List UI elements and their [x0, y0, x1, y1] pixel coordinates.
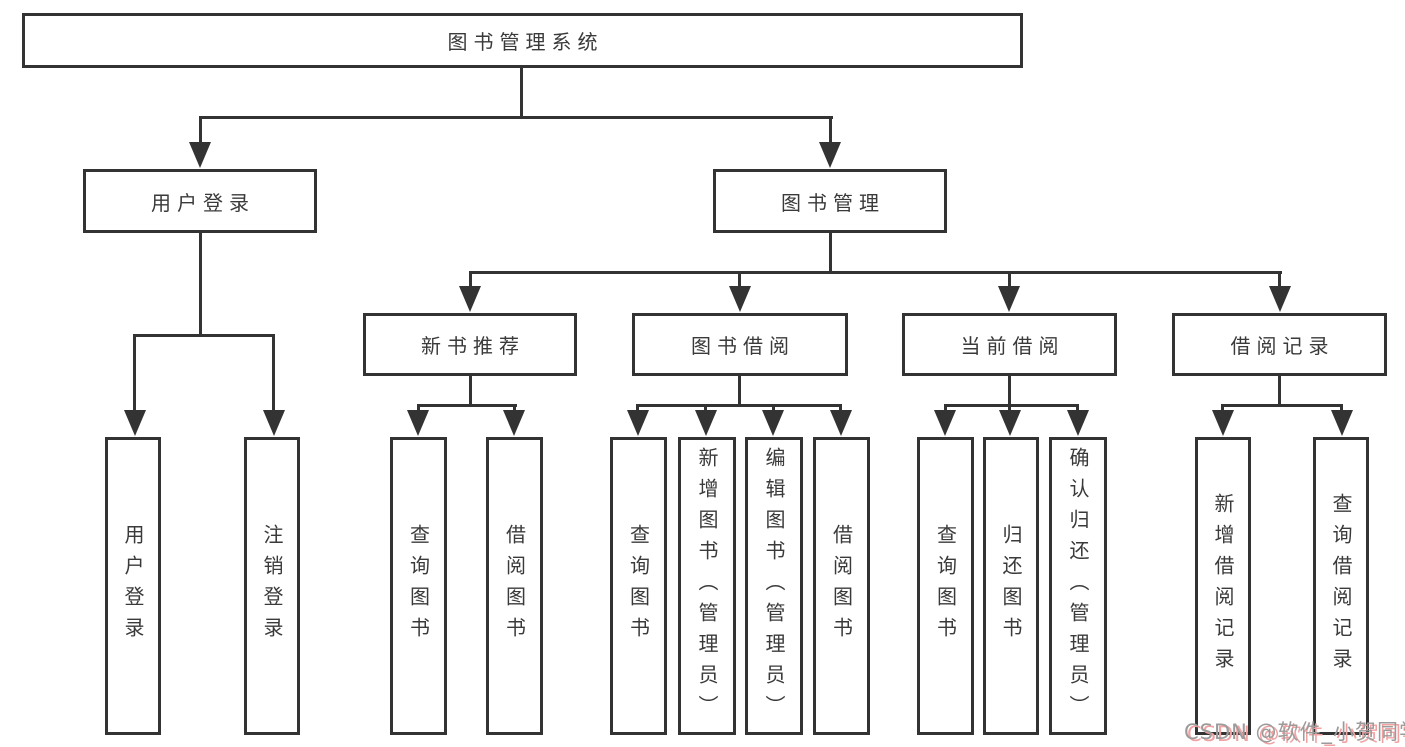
- leaf-borrow-books-recommend: 借阅图书: [486, 437, 543, 735]
- connector-line: [417, 404, 517, 407]
- arrowhead-down-icon: [819, 142, 841, 168]
- node-label: 查询图书: [626, 524, 651, 648]
- node-label: 编辑图书（管理员）: [762, 446, 786, 726]
- node-book-management: 图书管理: [713, 169, 947, 233]
- arrowhead-down-icon: [124, 410, 146, 436]
- leaf-confirm-return-admin: 确认归还（管理员）: [1049, 437, 1107, 735]
- connector-line: [199, 233, 202, 336]
- node-label: 查询借阅记录: [1329, 493, 1353, 679]
- arrowhead-down-icon: [263, 410, 285, 436]
- connector-line: [1221, 404, 1343, 407]
- connector-line: [469, 376, 472, 407]
- leaf-query-books-borrowing: 查询图书: [610, 437, 667, 735]
- arrowhead-down-icon: [189, 142, 211, 168]
- connector-line: [1278, 376, 1281, 407]
- node-label: 用户登录: [121, 524, 145, 648]
- leaf-query-books-current: 查询图书: [917, 437, 974, 735]
- leaf-return-books: 归还图书: [983, 437, 1039, 735]
- connector-line: [272, 334, 275, 410]
- node-label: 查询图书: [406, 524, 431, 648]
- leaf-borrow-books-borrowing: 借阅图书: [813, 437, 870, 735]
- arrowhead-down-icon: [934, 410, 956, 436]
- node-user-login: 用户登录: [83, 169, 317, 233]
- node-label: 注销登录: [260, 524, 284, 648]
- node-label: 查询图书: [933, 524, 958, 648]
- arrowhead-down-icon: [503, 410, 525, 436]
- connector-line: [469, 271, 472, 289]
- arrowhead-down-icon: [695, 410, 717, 436]
- node-label: 图书管理系统: [447, 30, 604, 54]
- node-label: 图书借阅: [691, 334, 795, 358]
- node-label: 新书推荐: [421, 334, 525, 358]
- connector-line: [133, 334, 136, 410]
- arrowhead-down-icon: [830, 410, 852, 436]
- node-label: 借阅图书: [829, 524, 854, 648]
- arrowhead-down-icon: [459, 286, 481, 312]
- arrowhead-down-icon: [1067, 410, 1089, 436]
- csdn-watermark: CSDN @软件_小贺同学: [1184, 720, 1405, 744]
- connector-line: [520, 68, 523, 118]
- leaf-edit-books-admin: 编辑图书（管理员）: [745, 437, 803, 735]
- arrowhead-down-icon: [729, 286, 751, 312]
- connector-line: [636, 404, 842, 407]
- node-label: 新增借阅记录: [1211, 493, 1235, 679]
- leaf-user-login: 用户登录: [105, 437, 161, 735]
- leaf-query-borrowing-record: 查询借阅记录: [1313, 437, 1369, 735]
- connector-line: [738, 376, 741, 407]
- arrowhead-down-icon: [1212, 410, 1234, 436]
- connector-line: [738, 271, 741, 289]
- node-label: 确认归还（管理员）: [1066, 446, 1090, 726]
- node-label: 新增图书（管理员）: [695, 446, 719, 726]
- leaf-add-books-admin: 新增图书（管理员）: [678, 437, 736, 735]
- connector-line: [469, 271, 1282, 274]
- node-label: 用户登录: [151, 190, 255, 215]
- connector-line: [199, 116, 202, 148]
- node-label: 图书管理: [781, 190, 885, 215]
- connector-line: [1008, 271, 1011, 289]
- node-label: 当前借阅: [960, 334, 1065, 358]
- node-borrowing-records: 借阅记录: [1172, 313, 1387, 376]
- connector-line: [944, 404, 1079, 407]
- node-library-management-system: 图书管理系统: [22, 13, 1023, 68]
- connector-line: [133, 334, 275, 337]
- arrowhead-down-icon: [762, 410, 784, 436]
- connector-line: [1008, 376, 1011, 407]
- connector-line: [199, 116, 833, 119]
- connector-line: [829, 116, 832, 148]
- arrowhead-down-icon: [407, 410, 429, 436]
- arrowhead-down-icon: [627, 410, 649, 436]
- node-label: 借阅记录: [1230, 334, 1335, 358]
- leaf-query-books-recommend: 查询图书: [390, 437, 447, 735]
- connector-line: [829, 233, 832, 273]
- leaf-add-borrowing-record: 新增借阅记录: [1195, 437, 1251, 735]
- node-current-borrowing: 当前借阅: [902, 313, 1117, 376]
- node-book-borrowing: 图书借阅: [632, 313, 848, 376]
- connector-line: [1278, 271, 1281, 289]
- arrowhead-down-icon: [998, 286, 1020, 312]
- node-label: 借阅图书: [502, 524, 527, 648]
- arrowhead-down-icon: [1269, 286, 1291, 312]
- arrowhead-down-icon: [1331, 410, 1353, 436]
- arrowhead-down-icon: [999, 410, 1021, 436]
- node-label: 归还图书: [999, 524, 1023, 648]
- leaf-logout: 注销登录: [244, 437, 300, 735]
- node-new-book-recommendation: 新书推荐: [363, 313, 577, 376]
